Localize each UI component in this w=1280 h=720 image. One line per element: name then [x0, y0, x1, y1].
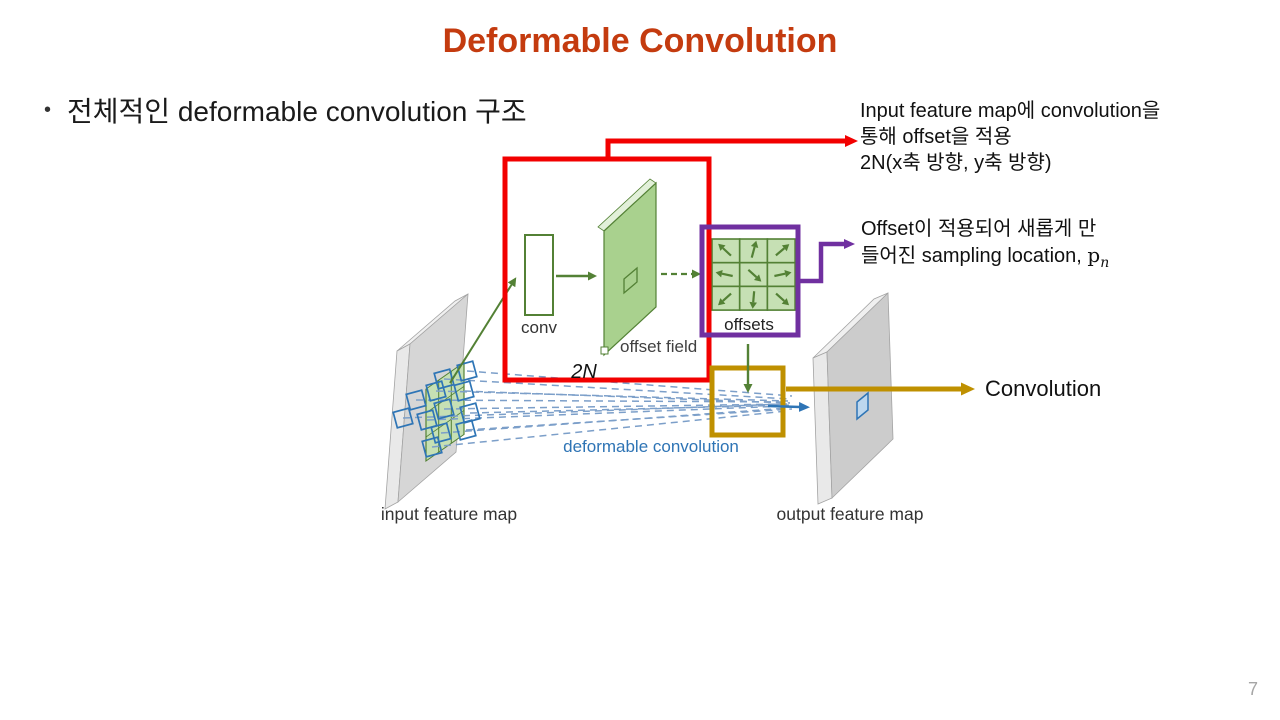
offset-arrow-down-right	[747, 269, 762, 282]
sampling-annotation-line1: Offset이 적용되어 새롭게 만	[861, 218, 1097, 240]
offset-field-label: offset field	[620, 337, 697, 356]
bullet-line: • 전체적인 deformable convolution 구조	[44, 90, 527, 130]
offset-annotation-line3: 2N(x축 방향, y축 방향)	[860, 152, 1052, 174]
sampling-annotation-line2-text: 들어진 sampling location,	[861, 245, 1082, 267]
output-feature-map-slab	[812, 292, 894, 505]
offset-field-cell	[623, 266, 638, 295]
conv-label: conv	[521, 318, 557, 337]
output-map-label: output feature map	[777, 504, 924, 524]
sampling-square	[433, 368, 455, 390]
offset-annotation-line2: 통해 offset을 적용	[860, 126, 1012, 148]
offset-arrow-down-right	[775, 292, 790, 306]
offset-arrow-up	[750, 240, 759, 258]
offset-arrow-right	[774, 270, 792, 278]
offsets-grid	[711, 238, 796, 311]
blue-output-arrow	[767, 401, 810, 412]
offset-arrow-up-right	[775, 244, 790, 257]
offset-annotation: Input feature map에 convolution을 통해 offse…	[860, 98, 1160, 176]
purple-callout-arrow	[800, 239, 855, 284]
sampling-square	[392, 407, 414, 429]
page-title: Deformable Convolution	[442, 22, 838, 60]
offset-arrow-left	[715, 270, 733, 278]
bullet-marker-icon: •	[44, 98, 52, 121]
sampling-square	[430, 422, 452, 444]
page-number: 7	[1247, 679, 1258, 699]
output-sample-cell	[856, 391, 869, 421]
input-to-conv-arrow	[449, 277, 517, 384]
sampling-square	[421, 436, 443, 458]
sampling-square	[425, 380, 447, 402]
two-n-pointer	[600, 346, 609, 355]
deformable-convolution-label: deformable convolution	[563, 437, 739, 456]
red-callout-arrow	[605, 135, 858, 159]
offset-arrow-down	[749, 291, 757, 309]
two-n-label: 2N	[570, 361, 597, 383]
offsets-label: offsets	[724, 315, 774, 334]
offset-arrow-up-left	[718, 243, 732, 257]
sampling-square	[456, 360, 478, 382]
sampling-annotation-line2: 들어진 sampling location, pn	[861, 242, 1109, 276]
sampling-location-squares	[392, 360, 481, 458]
conv-box	[524, 234, 554, 316]
sampling-annotation: Offset이 적용되어 새롭게 만 들어진 sampling location…	[861, 216, 1109, 276]
sampling-square	[405, 389, 427, 411]
sampling-square	[455, 419, 477, 441]
sampling-square	[453, 380, 475, 402]
sampling-square	[433, 398, 455, 420]
bullet-text: 전체적인 deformable convolution 구조	[67, 96, 527, 127]
input-map-label: input feature map	[381, 504, 517, 524]
offset-arrow-down-left	[718, 292, 732, 306]
offset-annotation-line1: Input feature map에 convolution을	[860, 100, 1161, 122]
math-p-n: pn	[1087, 243, 1110, 271]
deformable-sampling-lines	[402, 370, 793, 448]
convolution-label: Convolution	[985, 376, 1102, 401]
purple-highlight-box	[699, 224, 801, 338]
offset-field-slab	[597, 178, 657, 357]
sampling-square	[416, 409, 438, 431]
